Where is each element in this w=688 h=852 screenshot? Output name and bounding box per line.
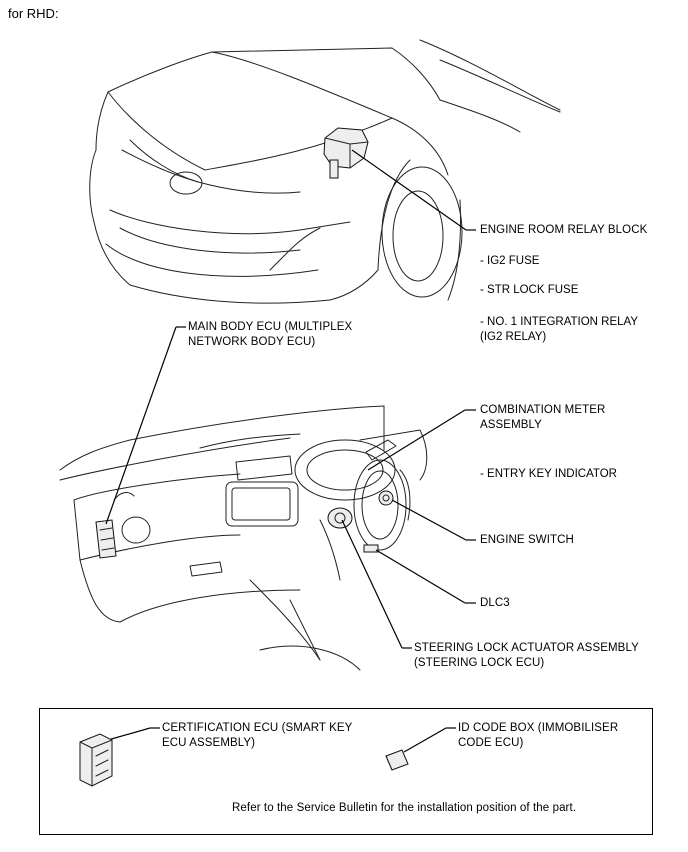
id-code-box-part [385,749,409,771]
dlc3-part [363,544,379,553]
label-steering-lock-actuator-line1: STEERING LOCK ACTUATOR ASSEMBLY [414,642,639,654]
label-certification-ecu-line2: ECU ASSEMBLY) [162,737,256,749]
label-combination-meter-line2: ASSEMBLY [480,419,542,431]
label-engine-room-relay-block: ENGINE ROOM RELAY BLOCK [480,224,648,236]
steering-lock-actuator-part [327,507,353,529]
label-ig2-fuse: - IG2 FUSE [480,255,540,267]
page-title: for RHD: [8,6,59,21]
engine-switch-part [378,490,394,506]
label-steering-lock-actuator-line2: (STEERING LOCK ECU) [414,657,545,669]
label-integration-relay-line2: (IG2 RELAY) [480,331,547,343]
label-engine-switch: ENGINE SWITCH [480,534,574,546]
label-integration-relay-line1: - NO. 1 INTEGRATION RELAY [480,316,639,328]
label-entry-key-indicator: - ENTRY KEY INDICATOR [480,468,617,480]
label-main-body-ecu-line1: MAIN BODY ECU (MULTIPLEX [188,321,353,333]
supplementary-parts-box [39,708,653,835]
leader-lines [105,149,476,753]
main-body-ecu-part [95,519,117,559]
car-front-drawing [89,39,561,304]
label-main-body-ecu-line2: NETWORK BODY ECU) [188,336,316,348]
label-str-lock-fuse: - STR LOCK FUSE [480,284,579,296]
service-bulletin-note: Refer to the Service Bulletin for the in… [232,802,577,814]
label-id-code-box-line1: ID CODE BOX (IMMOBILISER [458,722,619,734]
label-certification-ecu-line1: CERTIFICATION ECU (SMART KEY [162,722,353,734]
label-combination-meter-line1: COMBINATION METER [480,404,606,416]
engine-room-relay-block-part [323,127,369,179]
label-id-code-box-line2: CODE ECU) [458,737,524,749]
label-dlc3: DLC3 [480,597,510,609]
instrument-panel-drawing [59,405,428,671]
certification-ecu-part [79,733,113,787]
